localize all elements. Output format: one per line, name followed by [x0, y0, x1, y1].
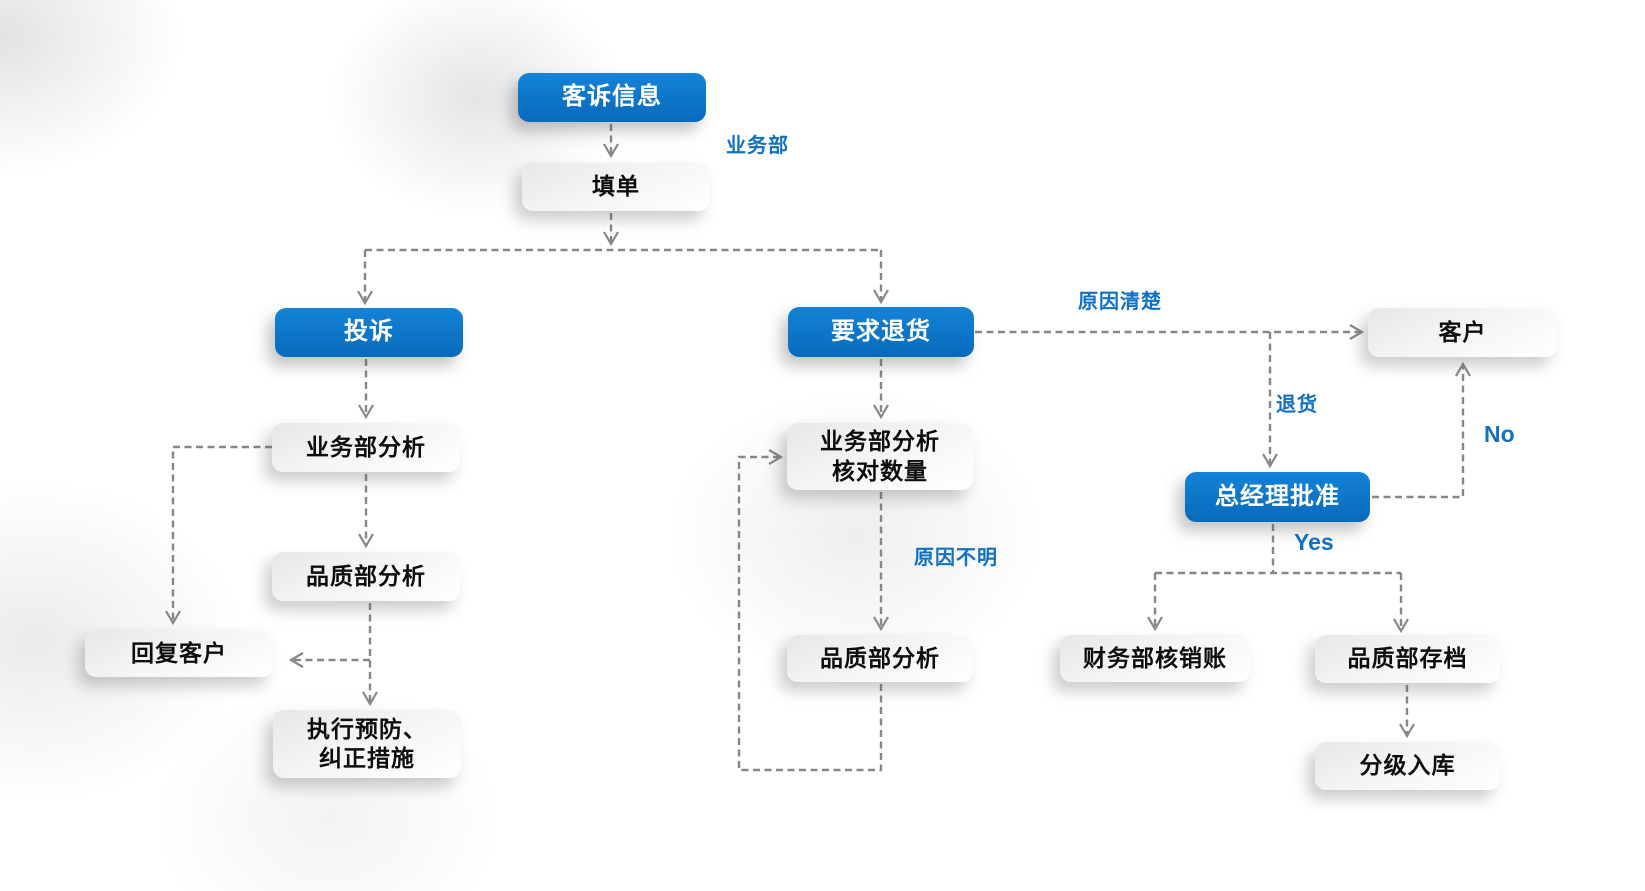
node-graded-storage: 分级入库	[1315, 742, 1500, 790]
edge-label-business-dept: 业务部	[726, 135, 789, 157]
edge-label-no: No	[1484, 421, 1515, 447]
node-request-return: 要求退货	[788, 307, 974, 357]
edge-gmapproval-yes-split	[1155, 524, 1401, 575]
node-reply-customer: 回复客户	[85, 630, 273, 677]
edge-label-reason-clear: 原因清楚	[1078, 291, 1162, 313]
node-fill-form: 填单	[522, 163, 710, 211]
edge-label-reason-unknown: 原因不明	[914, 547, 998, 569]
node-complaint-info: 客诉信息	[518, 73, 706, 122]
node-gm-approval: 总经理批准	[1185, 472, 1370, 522]
node-corrective-measures: 执行预防、 纠正措施	[273, 710, 461, 778]
node-quality-analysis-left: 品质部分析	[272, 552, 460, 601]
edge-qualityright-loopback	[737, 449, 883, 772]
node-quality-analysis-right: 品质部分析	[787, 635, 973, 682]
edge-gmapproval-no-customer	[1372, 361, 1471, 499]
node-customer: 客户	[1368, 308, 1557, 357]
edge-label-return-goods: 退货	[1276, 394, 1318, 416]
node-business-analysis: 业务部分析	[272, 423, 460, 472]
edge-businessanalysis-replycustomer	[165, 445, 272, 626]
node-business-analysis-qty: 业务部分析 核对数量	[787, 423, 973, 490]
node-finance-writeoff: 财务部核销账	[1060, 635, 1250, 682]
edge-label-yes: Yes	[1294, 529, 1334, 555]
node-quality-archive: 品质部存档	[1315, 635, 1500, 683]
node-complaint: 投诉	[275, 308, 463, 357]
